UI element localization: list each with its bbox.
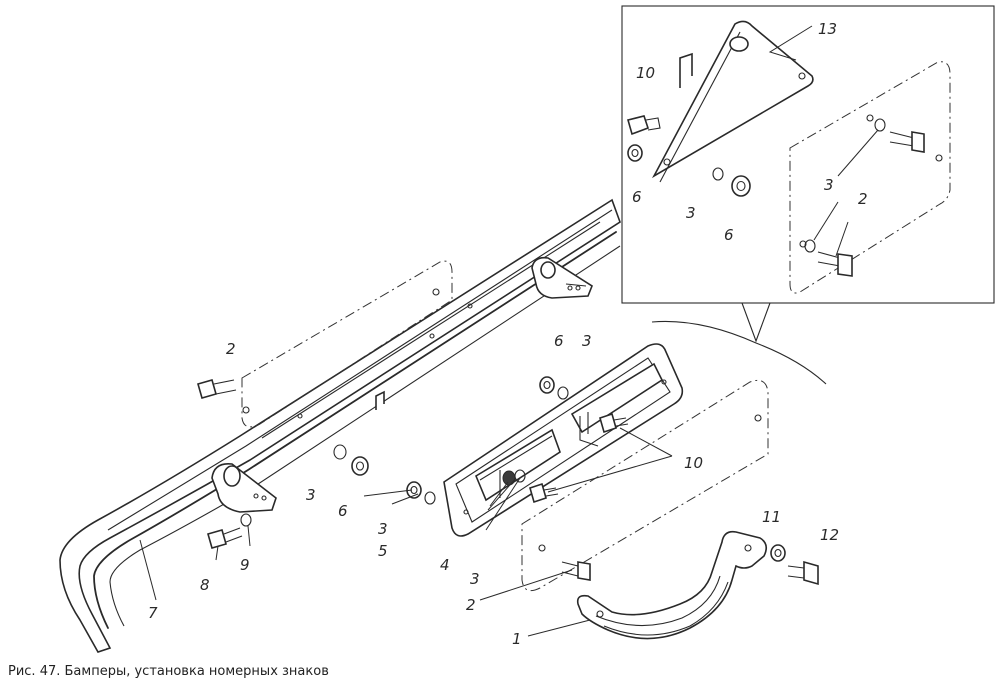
label-3-lower: 3 [470, 570, 480, 588]
bolt-2-lower [561, 561, 591, 581]
bolt-2-left [197, 379, 237, 399]
label-4: 4 [440, 556, 450, 574]
label-10-inset: 10 [636, 64, 655, 82]
label-8: 8 [200, 576, 210, 594]
label-9: 9 [240, 556, 250, 574]
washer-3-upper [557, 386, 569, 400]
label-10-frame: 10 [684, 454, 703, 472]
label-11: 11 [762, 508, 781, 526]
detail-inset [621, 5, 995, 385]
bolt-2-inset-lower [804, 239, 853, 277]
bolt-10-right [599, 412, 629, 434]
label-6-inset-right: 6 [724, 226, 734, 244]
nut-6-inset-left [627, 144, 643, 162]
inset-pointer [741, 302, 771, 343]
washer-3-inset [712, 167, 724, 181]
inset-brace [651, 320, 827, 385]
label-3-upper: 3 [582, 332, 592, 350]
label-12: 12 [820, 526, 839, 544]
label-6-upper: 6 [554, 332, 564, 350]
bolt-10-inset [627, 115, 661, 136]
label-5: 5 [378, 542, 388, 560]
label-6-inset-left: 6 [632, 188, 642, 206]
plate-outline-front [521, 379, 769, 592]
plate-outline-rear [241, 260, 453, 428]
label-3-mid: 3 [378, 520, 388, 538]
bumper-handle [576, 530, 768, 640]
nut-6-mid [351, 456, 369, 476]
washer-3-near-plate [424, 491, 436, 505]
label-6-mid: 6 [338, 502, 348, 520]
label-3-inset-upper: 3 [824, 176, 834, 194]
label-13: 13 [818, 20, 837, 38]
bolt-2-inset-upper [874, 118, 925, 153]
bolt-10-left [529, 482, 559, 504]
label-2-left: 2 [226, 340, 236, 358]
label-2-inset: 2 [858, 190, 868, 208]
bumper-bracket-left [211, 462, 277, 513]
washer-9 [240, 513, 252, 527]
nut-11 [770, 544, 786, 562]
bolt-8 [207, 527, 243, 549]
label-7: 7 [148, 604, 158, 622]
label-3-left: 3 [306, 486, 316, 504]
label-2-lower: 2 [466, 596, 476, 614]
callout-labels: 13 10 6 3 6 3 2 2 6 3 3 6 3 5 4 3 10 2 1… [148, 20, 868, 648]
plate-holder-frame [443, 343, 684, 537]
bumper-bracket-right [531, 256, 593, 299]
label-1: 1 [512, 630, 522, 648]
nut-6-inset-right [731, 175, 751, 197]
label-3-inset: 3 [686, 204, 696, 222]
leader-lines [139, 25, 879, 637]
triangular-bracket [651, 20, 814, 183]
nut-6-upper [539, 376, 555, 394]
nut-5 [502, 470, 516, 486]
washer-4 [514, 469, 526, 483]
inset-frame [621, 5, 995, 304]
figure-caption: Рис. 47. Бамперы, установка номерных зна… [8, 664, 329, 679]
inset-dashed-plate [789, 61, 951, 294]
bolt-12 [787, 560, 819, 586]
washer-3-mid [333, 444, 347, 460]
